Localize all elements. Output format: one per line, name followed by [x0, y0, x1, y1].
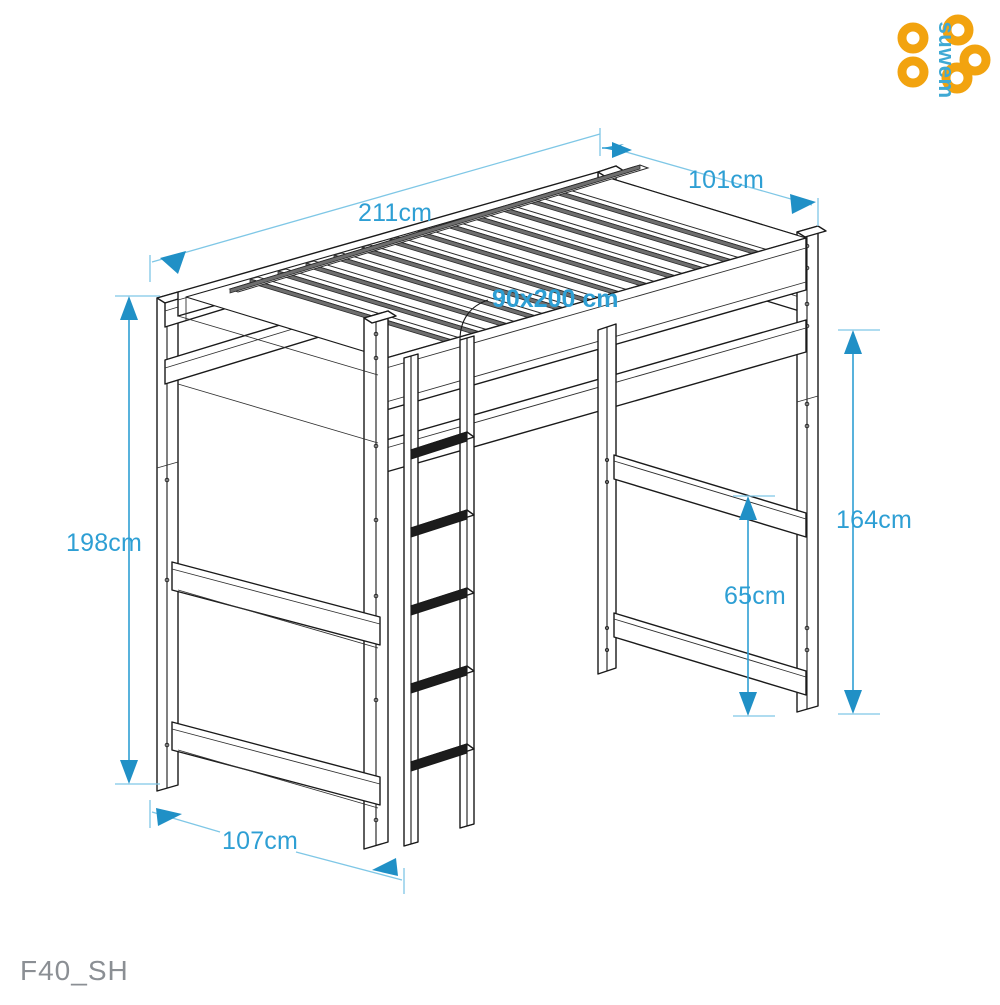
dimension-rail-gap: 65cm: [724, 495, 786, 717]
rail-left-lower-upper: [171, 561, 381, 646]
dimension-clearance-height: 164cm: [836, 329, 912, 715]
dimension-label-107cm: 107cm: [222, 827, 298, 855]
dimension-label-211cm: 211cm: [358, 199, 432, 227]
ladder-rung: [410, 743, 475, 772]
loft-bed-illustration: [156, 164, 827, 850]
dimension-width-top: 211cm: [149, 128, 624, 282]
ladder-rung: [410, 665, 475, 694]
ladder-rung: [410, 587, 475, 616]
brand-logo: suwem: [897, 14, 991, 99]
dimension-footprint-depth: 107cm: [149, 800, 405, 894]
dimension-label-101cm: 101cm: [688, 166, 764, 194]
logo-wordmark: suwem: [934, 21, 959, 98]
post-front-center: [363, 310, 397, 850]
dimension-label-164cm: 164cm: [836, 506, 912, 534]
dimension-mattress: 90x200 cm: [492, 285, 619, 313]
dimension-depth-top: 101cm: [611, 142, 819, 226]
head-end-perspective-lines: [177, 315, 379, 809]
dimension-label-65cm: 65cm: [724, 582, 786, 610]
slat-set: [228, 164, 770, 345]
dimension-label-198cm: 198cm: [66, 529, 142, 557]
logo-rings-icon: [897, 14, 991, 94]
rail-right-lower-lower: [613, 612, 807, 696]
ladder-rung: [410, 509, 475, 538]
post-front-right: [796, 225, 827, 713]
ladder-feet: [403, 823, 475, 847]
rail-left-lower-lower: [171, 721, 381, 806]
dimension-total-height: 198cm: [66, 295, 160, 785]
ladder-rung: [410, 431, 475, 460]
post-rear-center: [597, 323, 617, 675]
dimension-label-mattress: 90x200 cm: [492, 285, 619, 313]
dimension-annotations: 211cm 101cm 90x200 cm 198cm: [66, 128, 912, 894]
model-code-label: F40_SH: [20, 955, 129, 986]
rail-right-lower-upper: [613, 454, 807, 538]
